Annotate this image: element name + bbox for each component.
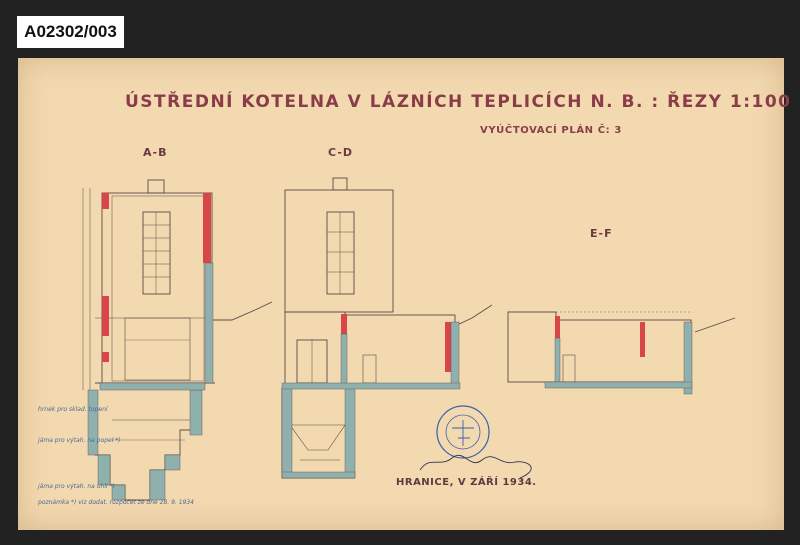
annotation-note: jáma pro výtah. na uhlí *) — [38, 483, 115, 490]
section-a-b-red-walls — [102, 193, 211, 362]
section-label-a-b: A-B — [143, 146, 168, 159]
section-e-f-teal-walls — [544, 321, 693, 395]
section-e-f-drawing — [507, 311, 736, 383]
annotation-note: poznámka *) viz dodat. rozpočet ze dne 2… — [38, 499, 194, 506]
section-label-c-d: C-D — [328, 146, 354, 159]
signature — [419, 455, 532, 479]
section-c-d-red-walls — [341, 314, 451, 372]
section-e-f-red-walls — [555, 316, 645, 357]
annotation-note: hrnek pro sklad. topení — [38, 406, 108, 413]
section-a-b-teal-walls — [87, 262, 214, 501]
archive-label: A02302/003 — [17, 16, 124, 48]
annotation-note: jáma pro výtah. na popel *) — [38, 437, 121, 444]
place-and-date: HRANICE, V ZÁŘÍ 1934. — [396, 477, 537, 488]
drawing-title: ÚSTŘEDNÍ KOTELNA V LÁZNÍCH TEPLICÍCH N. … — [125, 92, 792, 112]
section-c-d-drawing — [281, 177, 493, 479]
section-label-e-f: E-F — [590, 227, 613, 240]
section-c-d-teal-walls — [281, 321, 461, 479]
official-stamp — [436, 405, 490, 459]
drawing-subtitle: VYÚČTOVACÍ PLÁN Č: 3 — [480, 125, 622, 136]
section-a-b-drawing — [82, 179, 273, 501]
